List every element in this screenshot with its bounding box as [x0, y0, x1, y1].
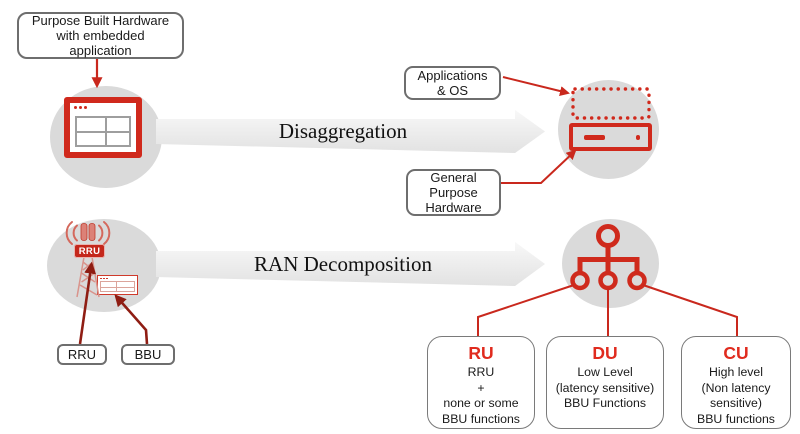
rru-label-box: RRU — [57, 344, 107, 365]
du-function-box: DU Low Level (latency sensitive) BBU Fun… — [546, 336, 664, 429]
purpose-built-callout: Purpose Built Hardware with embedded app… — [17, 12, 184, 59]
ru-connector-line — [477, 284, 575, 337]
grid-line — [101, 286, 134, 288]
disaggregation-arrow-label: Disaggregation — [278, 119, 408, 143]
server-led-dot — [635, 135, 640, 140]
bbu-table-grid — [100, 281, 135, 292]
server-dash — [584, 135, 605, 140]
rru-badge: RRU — [74, 244, 105, 258]
bbu-mini-window-icon — [97, 275, 138, 295]
ru-title: RU — [468, 343, 494, 363]
window-dot-icon — [84, 106, 87, 109]
decomposed-tree-circle — [562, 219, 659, 308]
du-body: Low Level (latency sensitive) BBU Functi… — [555, 365, 655, 410]
bbu-label-box: BBU — [121, 344, 175, 365]
apps-os-callout: Applications & OS — [404, 66, 501, 100]
app-table-grid — [75, 116, 131, 147]
general-purpose-callout: General Purpose Hardware — [406, 169, 501, 216]
embedded-app-window-icon — [64, 97, 142, 158]
window-dot-icon — [74, 106, 77, 109]
cu-title: CU — [723, 343, 749, 363]
cu-connector-line — [642, 284, 738, 337]
ran-site-circle — [47, 219, 161, 312]
grid-line — [77, 130, 129, 133]
window-dot-icon — [100, 277, 102, 279]
general-purpose-server-icon — [569, 123, 652, 151]
ran-decomposition-arrow-label: RAN Decomposition — [254, 251, 432, 276]
du-title: DU — [592, 343, 618, 363]
cu-body: High level (Non latency sensitive) BBU f… — [697, 365, 775, 426]
window-dot-icon — [79, 106, 82, 109]
ru-function-box: RU RRU + none or some BBU functions — [427, 336, 535, 429]
apps-os-pointer-arrow — [502, 76, 570, 96]
general-purpose-pointer-arrow — [499, 149, 577, 184]
ru-body: RRU + none or some BBU functions — [442, 365, 520, 426]
cu-function-box: CU High level (Non latency sensitive) BB… — [681, 336, 791, 429]
